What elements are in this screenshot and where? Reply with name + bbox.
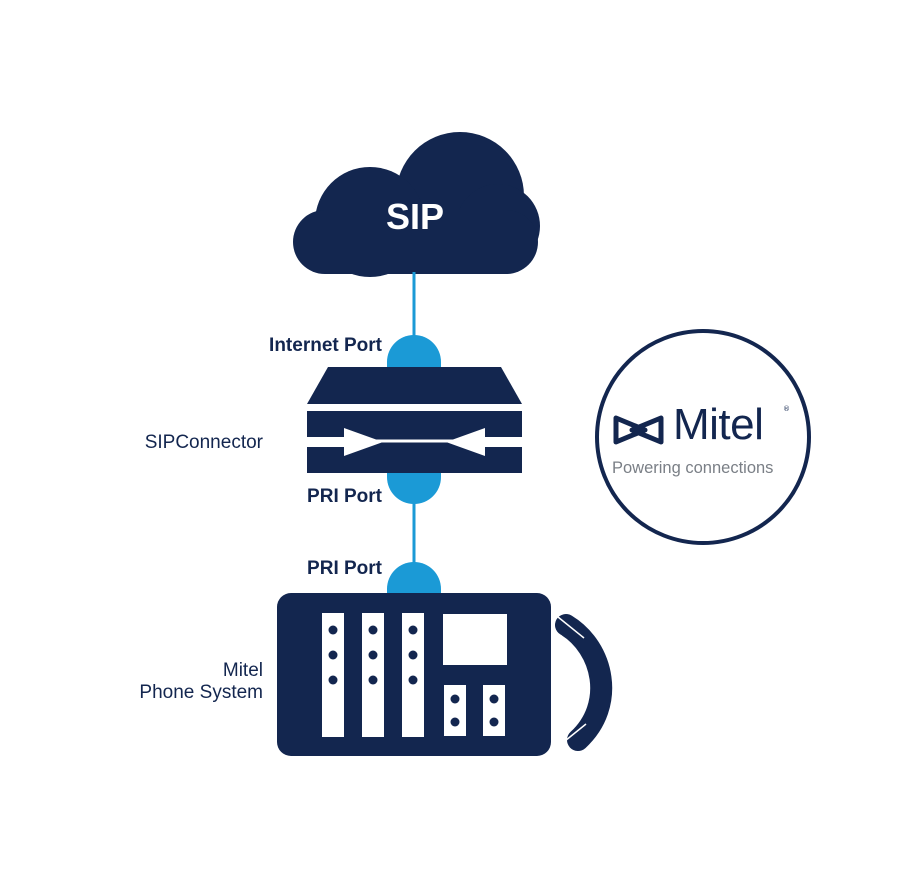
internet-port-icon	[387, 335, 441, 367]
internet-port-label: Internet Port	[269, 335, 382, 356]
mitel-wordmark: Mitel	[673, 400, 764, 449]
pri-port-upper-icon	[387, 473, 441, 504]
registered-mark: ®	[783, 405, 790, 413]
mitel-bowtie-icon	[613, 415, 664, 445]
phone-system-label-line1: Mitel	[222, 660, 263, 681]
mitel-logo-badge	[595, 329, 811, 545]
handset-icon	[555, 614, 613, 751]
mitel-tagline: Powering connections	[612, 459, 774, 477]
phone-system-icon	[277, 593, 551, 756]
phone-system-label-line2: Phone System	[139, 682, 263, 703]
pri-port-lower-icon	[387, 562, 441, 593]
pri-port-lower-label: PRI Port	[307, 558, 382, 579]
sipconnector-device-icon	[307, 367, 522, 473]
sip-cloud-label: SIP	[385, 196, 445, 237]
sip-cloud-icon	[293, 132, 540, 277]
sipconnector-label: SIPConnector	[144, 432, 263, 453]
pri-port-upper-label: PRI Port	[307, 486, 382, 507]
